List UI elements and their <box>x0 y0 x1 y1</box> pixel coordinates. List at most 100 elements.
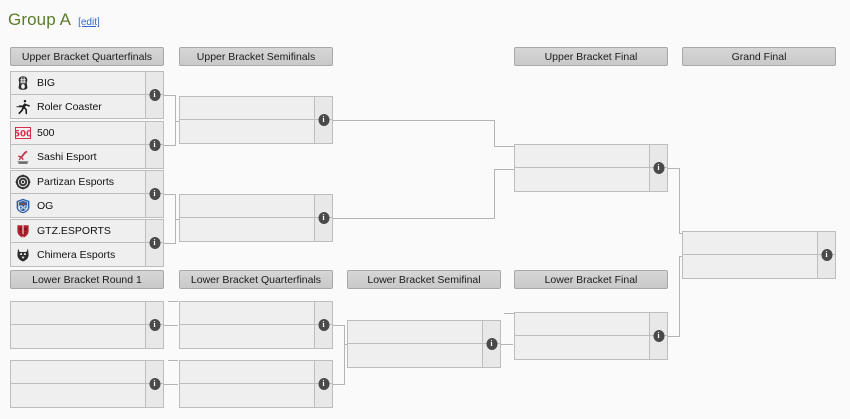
match-info-icon[interactable]: i <box>149 319 160 331</box>
team-name: BIG <box>37 77 56 89</box>
match-score-column[interactable]: i <box>145 122 163 168</box>
match-score-column[interactable]: i <box>145 171 163 217</box>
match-score-column[interactable]: i <box>314 302 332 348</box>
round-header-grand-final[interactable]: Grand Final <box>682 47 836 66</box>
team-row-bottom[interactable] <box>180 384 314 407</box>
match-ubqf-1[interactable]: BIG Roler Coaster i <box>10 71 164 119</box>
match-lbr1-2[interactable]: i <box>10 360 164 408</box>
team-row-bottom[interactable]: Sashi Esport <box>11 145 145 168</box>
sashi-logo <box>17 150 29 164</box>
match-score-column[interactable]: i <box>145 72 163 118</box>
match-info-icon[interactable]: i <box>318 378 329 390</box>
team-row-top[interactable] <box>515 313 649 336</box>
match-score-column[interactable]: i <box>482 321 500 367</box>
match-teams: Partizan Esports OG OG <box>11 171 145 217</box>
team-row-top[interactable] <box>180 195 314 218</box>
team-row-top[interactable] <box>348 321 482 344</box>
match-info-icon[interactable]: i <box>149 378 160 390</box>
team-row-top[interactable] <box>180 302 314 325</box>
team-row-top[interactable] <box>180 97 314 120</box>
match-score-column[interactable]: i <box>145 302 163 348</box>
team-row-top[interactable]: GTZ.ESPORTS <box>11 220 145 243</box>
match-info-icon[interactable]: i <box>318 114 329 126</box>
match-info-icon[interactable]: i <box>653 330 664 342</box>
match-ubqf-4[interactable]: GTZ.ESPORTS Chimera Esports i <box>10 219 164 267</box>
svg-text:500: 500 <box>15 129 31 139</box>
match-lower-bracket-semifinal[interactable]: i <box>347 320 501 368</box>
round-header-upper-final[interactable]: Upper Bracket Final <box>514 47 668 66</box>
round-header-lower-round1[interactable]: Lower Bracket Round 1 <box>10 270 164 289</box>
team-row-bottom[interactable] <box>180 218 314 241</box>
match-score-column[interactable]: i <box>649 313 667 359</box>
team-row-bottom[interactable] <box>515 168 649 191</box>
svg-text:OG: OG <box>18 205 28 211</box>
match-info-icon[interactable]: i <box>149 139 160 151</box>
match-teams <box>683 232 817 278</box>
match-ubqf-3[interactable]: Partizan Esports OG OG i <box>10 170 164 218</box>
edit-link[interactable]: [edit] <box>78 17 100 28</box>
match-ubsf-1[interactable]: i <box>179 96 333 144</box>
match-lbqf-2[interactable]: i <box>179 360 333 408</box>
team-row-top[interactable] <box>11 302 145 325</box>
team-name: Sashi Esport <box>37 150 97 163</box>
team-name: OG <box>37 199 54 212</box>
team-row-top[interactable]: BIG <box>11 72 145 95</box>
team-row-bottom[interactable] <box>180 325 314 348</box>
match-info-icon[interactable]: i <box>149 89 160 101</box>
match-lbr1-1[interactable]: i <box>10 301 164 349</box>
match-info-icon[interactable]: i <box>149 188 160 200</box>
team-name: GTZ.ESPORTS <box>37 225 111 237</box>
match-teams <box>515 313 649 359</box>
match-teams <box>348 321 482 367</box>
team-row-bottom[interactable] <box>515 336 649 359</box>
match-score-column[interactable]: i <box>314 97 332 143</box>
team-row-top[interactable]: 500 500 <box>11 122 145 145</box>
match-info-icon[interactable]: i <box>318 212 329 224</box>
match-lower-bracket-final[interactable]: i <box>514 312 668 360</box>
match-ubqf-2[interactable]: 500 500 Sashi Esport i <box>10 121 164 169</box>
chimera-logo <box>17 248 29 261</box>
team-row-top[interactable] <box>180 361 314 384</box>
team-row-bottom[interactable] <box>348 344 482 367</box>
round-header-lower-semifinal[interactable]: Lower Bracket Semifinal <box>347 270 501 289</box>
round-header-lower-quarterfinals[interactable]: Lower Bracket Quarterfinals <box>179 270 333 289</box>
match-info-icon[interactable]: i <box>486 338 497 350</box>
match-info-icon[interactable]: i <box>821 249 832 261</box>
team-row-bottom[interactable]: Roler Coaster <box>11 95 145 118</box>
match-score-column[interactable]: i <box>314 195 332 241</box>
match-teams <box>180 97 314 143</box>
match-upper-bracket-final[interactable]: i <box>514 144 668 192</box>
team-row-bottom[interactable] <box>683 255 817 278</box>
match-score-column[interactable]: i <box>649 145 667 191</box>
match-info-icon[interactable]: i <box>149 237 160 249</box>
team-row-bottom[interactable] <box>180 120 314 143</box>
team-row-bottom[interactable] <box>11 325 145 348</box>
match-teams <box>515 145 649 191</box>
match-score-column[interactable]: i <box>314 361 332 407</box>
match-score-column[interactable]: i <box>145 220 163 266</box>
match-teams <box>11 302 145 348</box>
match-score-column[interactable]: i <box>145 361 163 407</box>
match-lbqf-1[interactable]: i <box>179 301 333 349</box>
team-row-bottom[interactable] <box>11 384 145 407</box>
round-header-upper-semifinals[interactable]: Upper Bracket Semifinals <box>179 47 333 66</box>
team-row-bottom[interactable]: Chimera Esports <box>11 243 145 266</box>
match-grand-final[interactable]: i <box>682 231 836 279</box>
round-header-lower-final[interactable]: Lower Bracket Final <box>514 270 668 289</box>
match-info-icon[interactable]: i <box>653 162 664 174</box>
team-row-top[interactable] <box>11 361 145 384</box>
group-title-text: Group A <box>8 10 72 29</box>
round-header-upper-quarterfinals[interactable]: Upper Bracket Quarterfinals <box>10 47 164 66</box>
match-ubsf-2[interactable]: i <box>179 194 333 242</box>
match-score-column[interactable]: i <box>817 232 835 278</box>
team-row-top[interactable] <box>515 145 649 168</box>
match-teams: 500 500 Sashi Esport <box>11 122 145 168</box>
team-row-top[interactable]: Partizan Esports <box>11 171 145 194</box>
match-info-icon[interactable]: i <box>318 319 329 331</box>
team-row-bottom[interactable]: OG OG <box>11 194 145 217</box>
match-teams: GTZ.ESPORTS Chimera Esports <box>11 220 145 266</box>
team-name: Partizan Esports <box>37 176 115 188</box>
team-row-top[interactable] <box>683 232 817 255</box>
match-teams: BIG Roler Coaster <box>11 72 145 118</box>
